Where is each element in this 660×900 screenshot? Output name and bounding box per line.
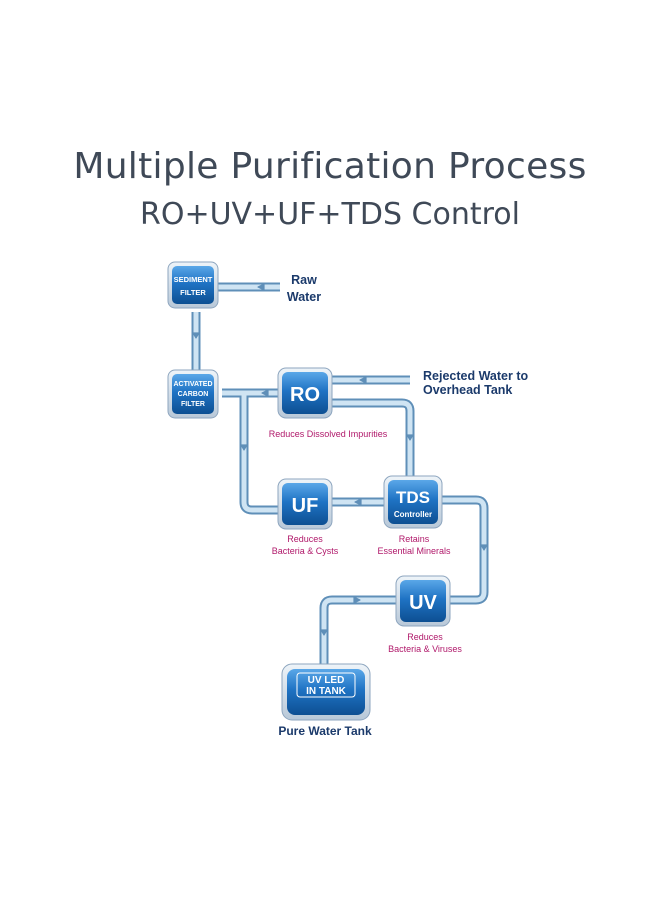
captions: Reduces Dissolved Impurities Reduces Bac… — [269, 429, 463, 654]
carbon-label-line1: ACTIVATED — [173, 381, 212, 388]
reject-label-line1: Rejected Water to — [423, 369, 528, 383]
tds-caption-line2: Essential Minerals — [377, 546, 451, 556]
pipe-ro-to-tds — [330, 398, 415, 480]
tds-label: TDS — [396, 488, 430, 507]
uv-unit: UV — [395, 575, 451, 627]
uv-label: UV — [409, 592, 437, 614]
ro-label: RO — [290, 384, 320, 406]
sediment-label-line1: SEDIMENT — [174, 275, 213, 284]
carbon-label-line2: CARBON — [178, 391, 209, 398]
sediment-filter-unit: SEDIMENT FILTER — [167, 261, 219, 309]
tds-controller-unit: TDS Controller — [383, 475, 443, 529]
uf-caption-line2: Bacteria & Cysts — [272, 546, 339, 556]
sediment-label-line2: FILTER — [180, 288, 206, 297]
uv-led-tank-unit: UV LED IN TANK — [281, 663, 371, 721]
uf-caption-line1: Reduces — [287, 534, 323, 544]
pipe-carbon-to-uf — [239, 393, 282, 515]
uv-caption-line2: Bacteria & Viruses — [388, 644, 462, 654]
tank-label-line2: IN TANK — [306, 686, 347, 697]
tds-sub-label: Controller — [394, 510, 432, 519]
reject-label-line2: Overhead Tank — [423, 383, 512, 397]
pure-water-tank-label: Pure Water Tank — [278, 724, 372, 738]
diagram-title: Multiple Purification Process — [73, 146, 587, 187]
raw-water-label-line2: Water — [287, 290, 321, 304]
activated-carbon-filter-unit: ACTIVATED CARBON FILTER — [167, 369, 219, 419]
raw-water-label-line1: Raw — [291, 273, 317, 287]
tds-caption-line1: Retains — [399, 534, 430, 544]
diagram-subtitle: RO+UV+UF+TDS Control — [139, 197, 520, 232]
pipes — [191, 282, 489, 668]
uf-unit: UF — [277, 478, 333, 530]
uv-caption-line1: Reduces — [407, 632, 443, 642]
ro-unit: RO — [277, 367, 333, 419]
tank-label-line1: UV LED — [308, 675, 345, 686]
ro-caption: Reduces Dissolved Impurities — [269, 429, 388, 439]
navy-labels: Raw Water Rejected Water to Overhead Tan… — [278, 273, 528, 738]
uf-label: UF — [292, 495, 319, 517]
carbon-label-line3: FILTER — [181, 401, 205, 408]
pipe-uv-to-tank — [319, 595, 400, 668]
